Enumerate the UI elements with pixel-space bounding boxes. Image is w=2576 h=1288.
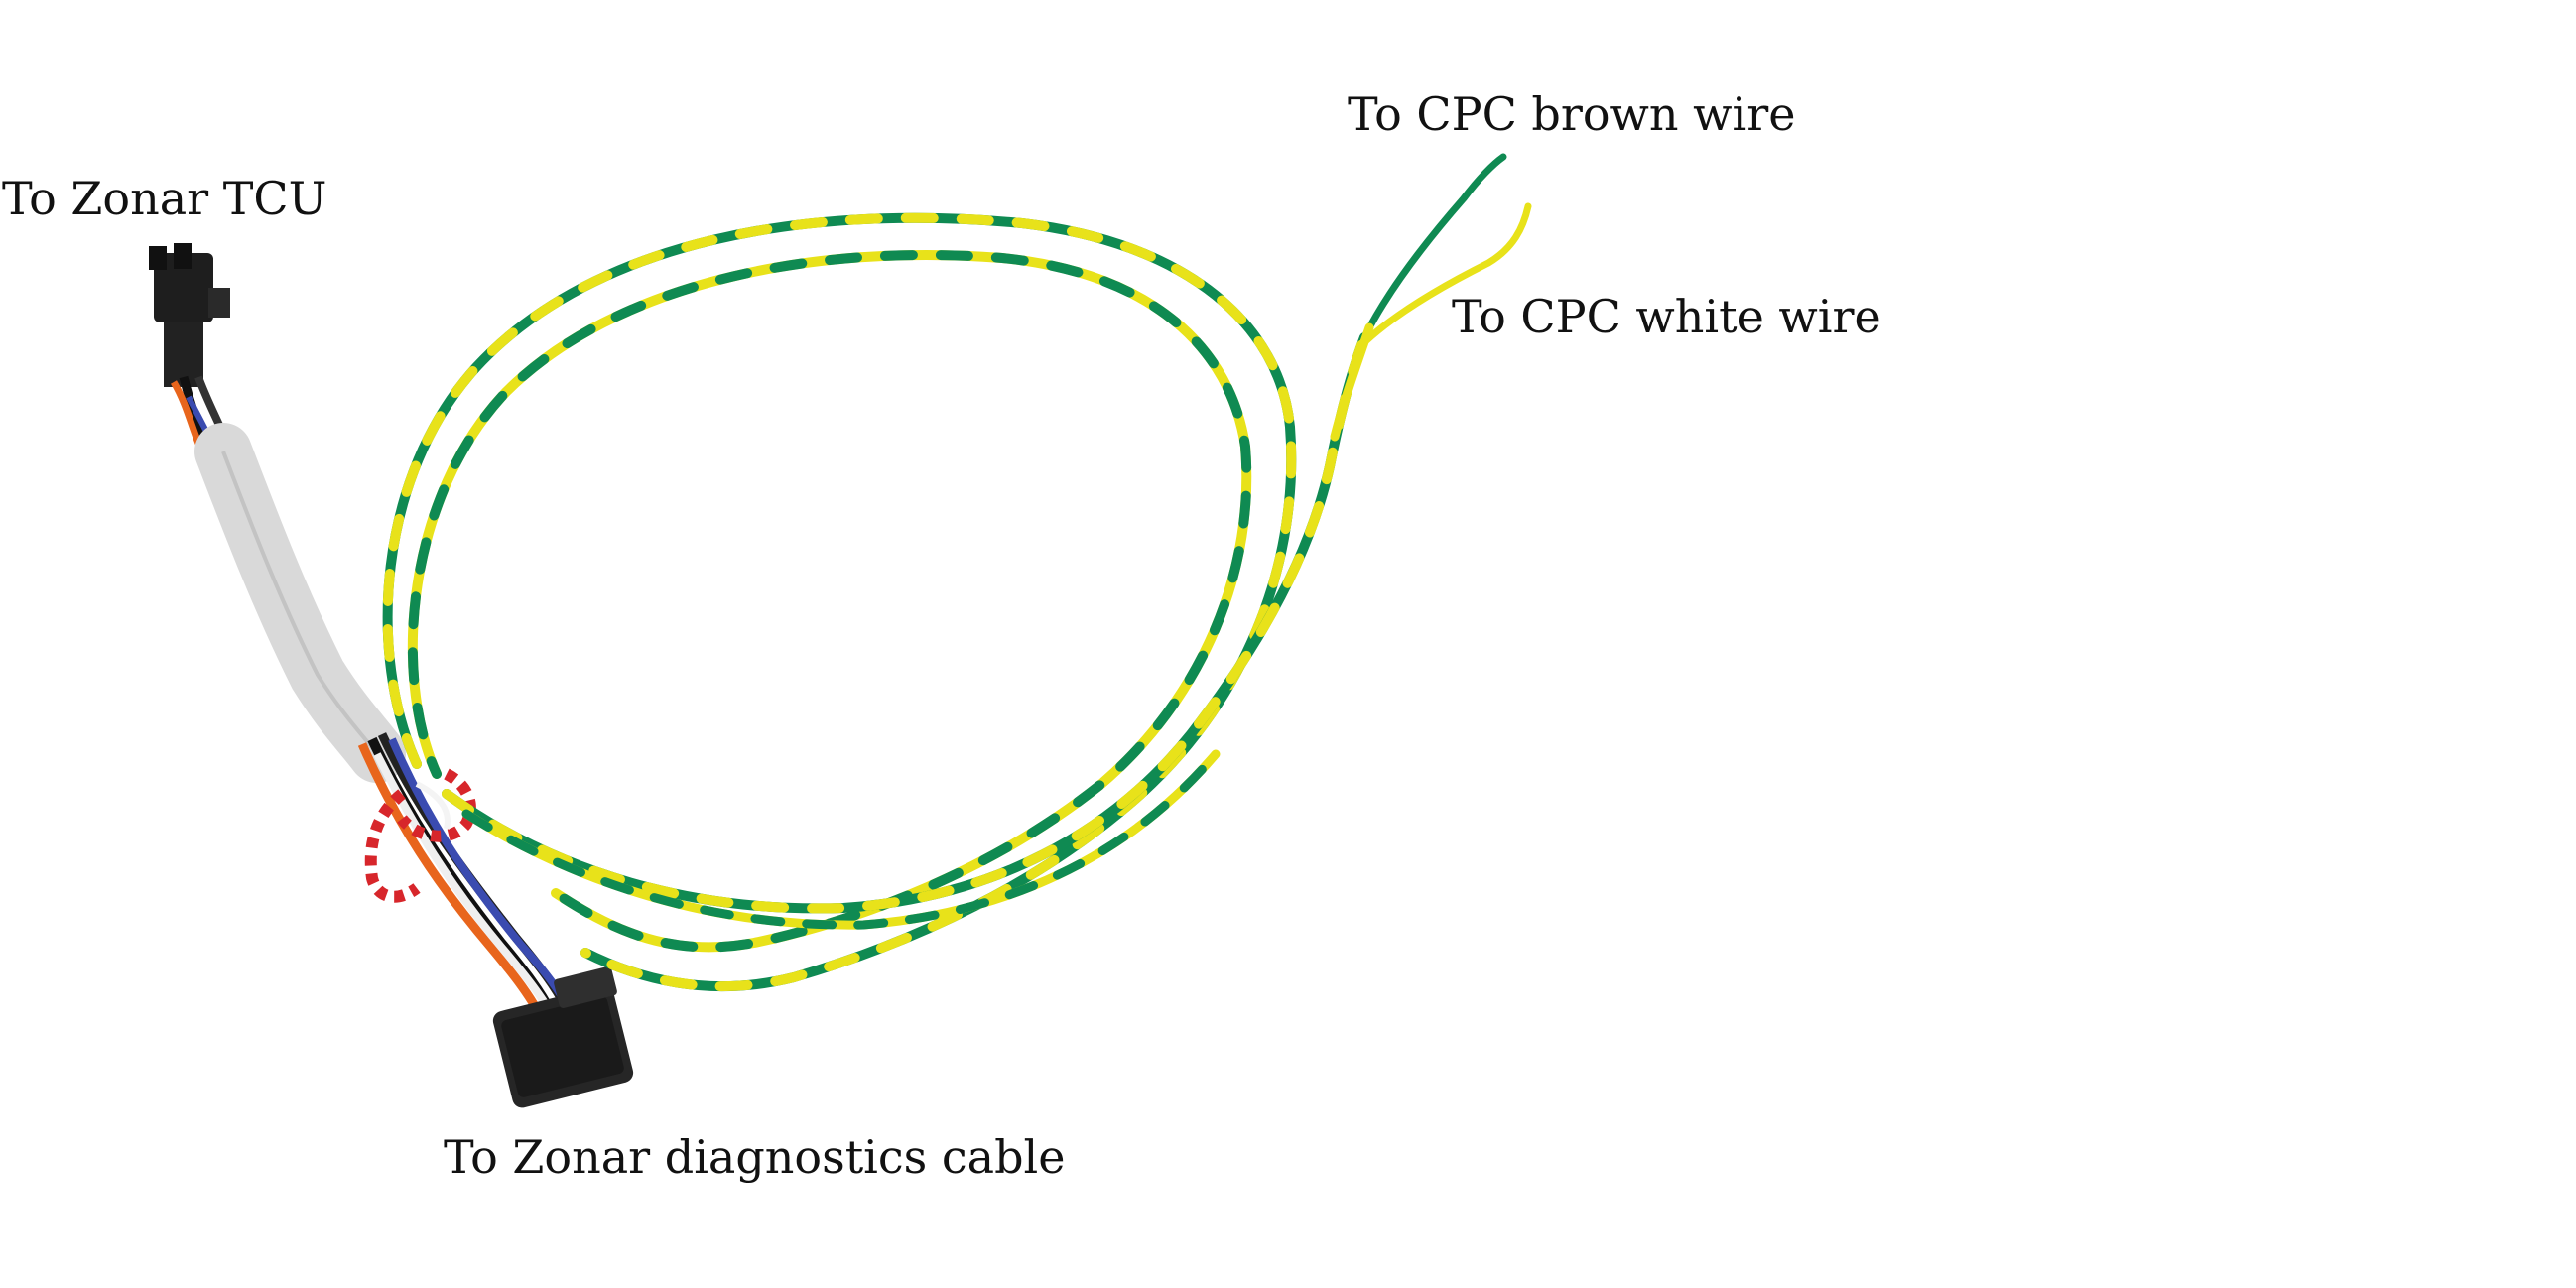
tcu-connector (149, 243, 230, 387)
label-to-zonar-diagnostics-cable: To Zonar diagnostics cable (444, 1130, 1066, 1184)
label-to-cpc-brown-wire: To CPC brown wire (1348, 87, 1796, 141)
diagnostics-connector (492, 966, 634, 1108)
cpc-green-end (1360, 153, 1507, 341)
cpc-yellow-end (1355, 202, 1532, 351)
twisted-pair-loop (382, 212, 1369, 992)
wire-bundle (357, 732, 575, 1024)
label-to-cpc-white-wire: To CPC white wire (1452, 290, 1881, 343)
heat-shrink-sleeve (194, 423, 406, 783)
cable-tie (364, 768, 476, 903)
cpc-wire-ends (1330, 153, 1532, 442)
label-to-zonar-tcu: To Zonar TCU (2, 172, 327, 225)
